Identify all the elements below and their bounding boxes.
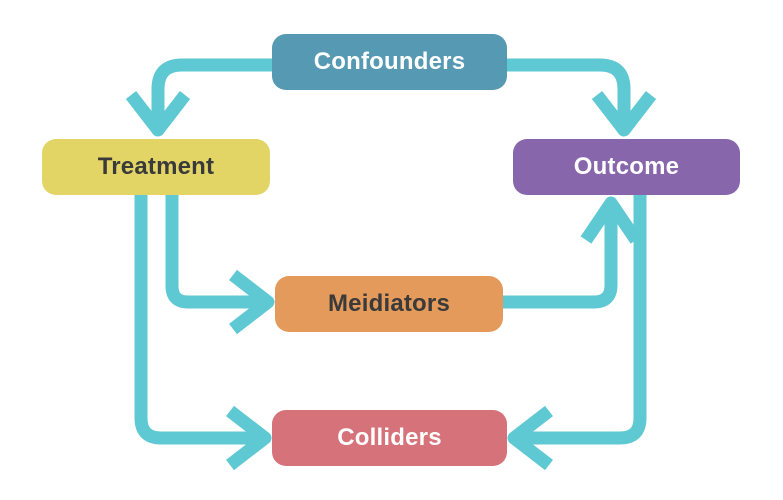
arrowhead-colliders-left	[226, 405, 272, 471]
node-treatment: Treatment	[42, 139, 270, 195]
arrowhead-mediators-left	[229, 269, 275, 335]
arrowhead-treatment-top	[125, 91, 191, 137]
edge-confounders-to-treatment	[151, 58, 274, 130]
arrowhead-outcome-bottom	[580, 196, 642, 244]
edge-outcome-to-colliders	[514, 195, 647, 445]
node-label-treatment: Treatment	[97, 153, 215, 180]
node-label-colliders: Colliders	[337, 424, 442, 451]
edge-treatment-to-colliders	[134, 195, 265, 445]
arrowhead-outcome-top	[591, 91, 657, 137]
node-outcome: Outcome	[513, 139, 740, 195]
node-colliders: Colliders	[272, 410, 507, 466]
node-mediators: Meidiators	[275, 276, 503, 332]
edge-mediators-to-outcome	[503, 203, 618, 309]
node-confounders: Confounders	[272, 34, 507, 90]
node-label-confounders: Confounders	[313, 48, 466, 75]
node-label-mediators: Meidiators	[327, 290, 451, 317]
arrowhead-colliders-right	[507, 405, 553, 471]
node-label-outcome: Outcome	[573, 153, 680, 180]
edge-treatment-to-mediators	[165, 195, 268, 309]
edge-confounders-to-outcome	[505, 58, 631, 130]
